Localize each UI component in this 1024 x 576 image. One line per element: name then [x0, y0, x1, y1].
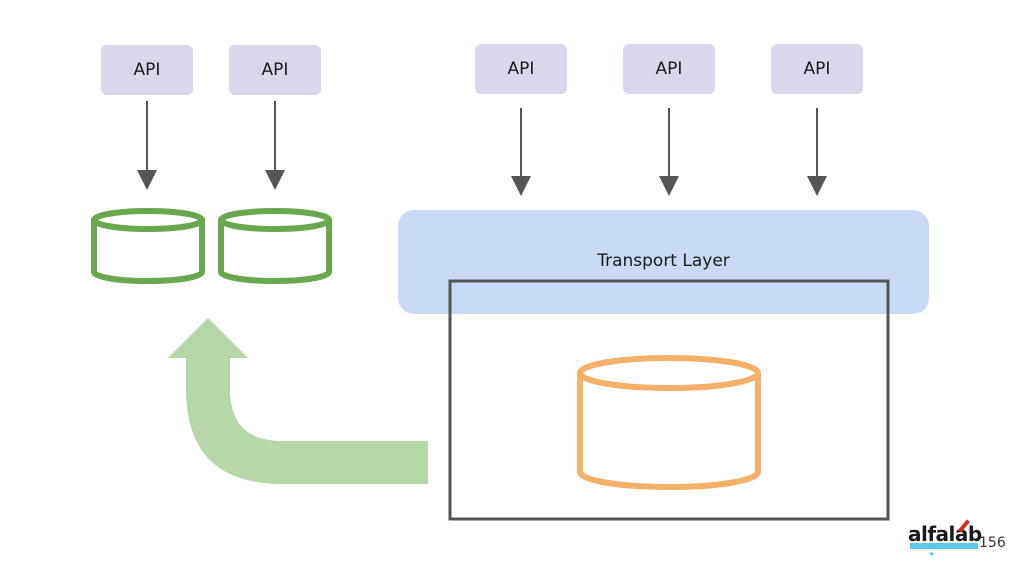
api-label: API	[261, 60, 289, 80]
database-icon-2	[218, 208, 332, 284]
api-label: API	[803, 59, 831, 79]
api-box-4: API	[623, 44, 715, 94]
api-box-2: API	[229, 45, 321, 95]
logo-underline	[910, 543, 978, 549]
api-box-3: API	[475, 44, 567, 94]
api-label: API	[133, 60, 161, 80]
alfalab-logo: alfalab	[908, 522, 982, 546]
api-label: API	[507, 59, 535, 79]
api-box-5: API	[771, 44, 863, 94]
migration-arrow	[168, 318, 428, 484]
page-number: 156	[979, 535, 1006, 551]
database-icon-1	[91, 208, 205, 284]
logo-sparkle-icon: ✦	[928, 550, 936, 560]
api-box-1: API	[101, 45, 193, 95]
api-label: API	[655, 59, 683, 79]
transport-layer-label: Transport Layer	[597, 251, 730, 271]
